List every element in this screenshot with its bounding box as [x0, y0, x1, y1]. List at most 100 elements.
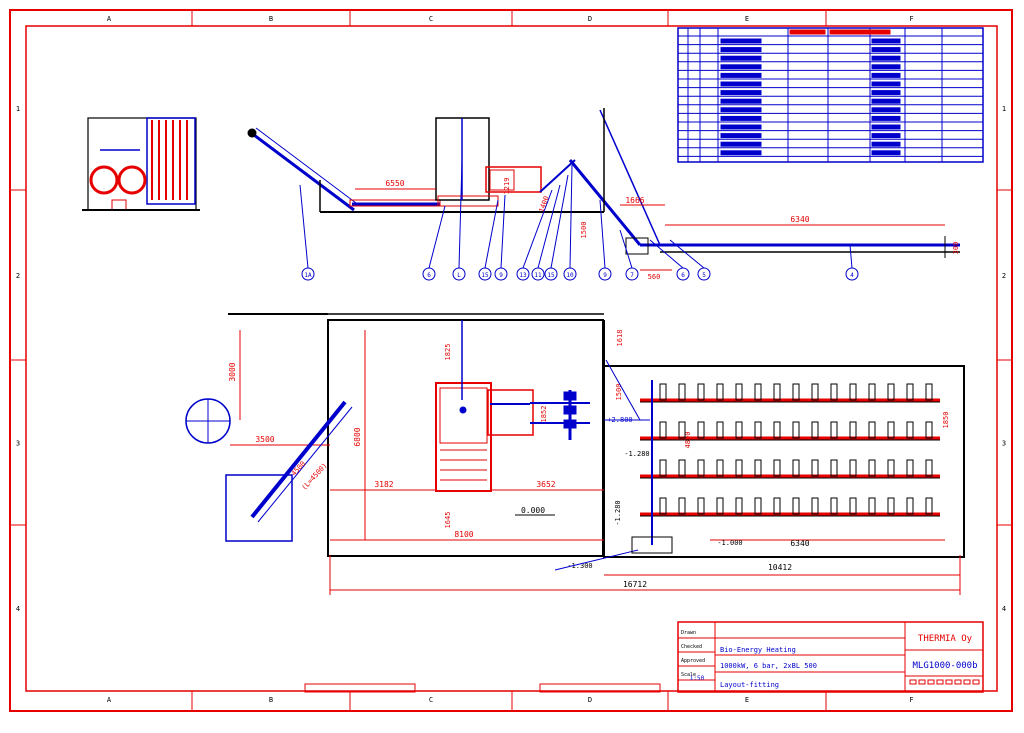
scraper-blade — [906, 421, 914, 439]
drive-unit — [625, 237, 649, 255]
parts-text-bar — [720, 64, 762, 70]
intake-hopper — [225, 474, 293, 542]
scraper-blade — [887, 497, 895, 515]
callout-number: 10 — [566, 272, 574, 279]
row-label-right: 3 — [1002, 440, 1006, 448]
boiler-base — [111, 199, 127, 211]
level-mark: -1.280 — [624, 450, 649, 458]
feeder-unit-plan — [487, 389, 534, 436]
dimension-label: 1666 — [625, 196, 644, 205]
dimension-label: 1825 — [444, 344, 452, 361]
callout-number: 4 — [850, 272, 854, 279]
inclined-screw-plan — [250, 400, 347, 519]
scraper-blade — [754, 421, 762, 439]
parts-text-bar — [720, 98, 762, 104]
scraper-blade — [830, 497, 838, 515]
conveyor-return — [599, 109, 661, 246]
inner-border — [25, 25, 998, 692]
column-label-top: F — [909, 15, 913, 23]
callout-leader — [569, 164, 573, 269]
dimension-label: 3000 — [228, 362, 237, 381]
callout-leader — [299, 184, 309, 269]
parts-text-bar — [871, 107, 901, 113]
parts-text-bar — [871, 90, 901, 96]
scraper-blade — [773, 459, 781, 477]
callout-leader — [849, 244, 853, 269]
parts-text-bar — [720, 133, 762, 139]
scraper-blade — [811, 459, 819, 477]
callout-leader — [458, 159, 463, 269]
callout-number: 15 — [547, 272, 555, 279]
feeder-incline — [539, 159, 576, 193]
callout-number: 9 — [499, 272, 503, 279]
drawing-title: Layout-fitting — [720, 681, 779, 689]
parts-text-bar — [720, 150, 762, 156]
parts-text-bar — [720, 115, 762, 121]
column-label-bottom: E — [745, 696, 749, 704]
parts-text-bar — [720, 55, 762, 61]
callout-number: 11 — [534, 272, 542, 279]
callout-number: 6 — [427, 272, 431, 279]
scraper-blade — [868, 383, 876, 401]
callout-leader — [599, 199, 606, 269]
parts-list-table — [677, 27, 984, 163]
dimension-label: 10412 — [768, 563, 792, 572]
row-label-left: 2 — [16, 272, 20, 280]
scraper-blade — [925, 421, 933, 439]
callout-number: 5 — [702, 272, 706, 279]
scraper-blade — [678, 421, 686, 439]
revision-box — [945, 679, 953, 685]
scraper-blade — [811, 497, 819, 515]
parts-text-bar — [871, 38, 901, 44]
scraper-blade — [678, 497, 686, 515]
scraper-blade — [716, 497, 724, 515]
scraper-blade — [678, 459, 686, 477]
parts-text-bar — [720, 47, 762, 53]
column-label-bottom: C — [429, 696, 433, 704]
dimension-label: 3182 — [374, 480, 393, 489]
scraper-blade — [678, 383, 686, 401]
scraper-blade — [925, 383, 933, 401]
scraper-blade — [830, 459, 838, 477]
bottom-strip — [539, 683, 661, 693]
scraper-blade — [868, 459, 876, 477]
dimension-label: 8100 — [454, 530, 473, 539]
scraper-blade — [792, 383, 800, 401]
scraper-blade — [906, 497, 914, 515]
callout-leader — [537, 184, 561, 269]
column-label-top: D — [588, 15, 592, 23]
level-mark: -1.300 — [567, 562, 592, 570]
parts-text-bar — [871, 115, 901, 121]
scraper-blade — [906, 459, 914, 477]
parts-text-bar — [720, 141, 762, 147]
scraper-blade — [754, 383, 762, 401]
scraper-blade — [659, 383, 667, 401]
scraper-blade — [659, 421, 667, 439]
scraper-blade — [811, 383, 819, 401]
callout-leader — [484, 199, 499, 269]
callout-number: L — [457, 272, 461, 279]
scraper-blade — [792, 421, 800, 439]
revision-box — [954, 679, 962, 685]
project-name: Bio-Energy Heating — [720, 646, 796, 654]
dimension-label: 16712 — [623, 580, 647, 589]
scraper-blade — [792, 497, 800, 515]
parts-list-frame — [677, 27, 984, 163]
column-label-bottom: F — [909, 696, 913, 704]
callout-leader — [669, 239, 705, 269]
scraper-blade — [773, 421, 781, 439]
column-label-bottom: B — [269, 696, 273, 704]
scraper-blade — [697, 459, 705, 477]
callout-leader — [649, 239, 684, 269]
scraper-blade — [659, 497, 667, 515]
dimension-label: 1219 — [503, 178, 511, 195]
dimension-label: 6550 — [385, 179, 404, 188]
parts-text-bar — [871, 124, 901, 130]
scale-value: 1:50 — [690, 675, 705, 682]
project-spec: 1000kW, 6 bar, 2xBL 500 — [720, 662, 817, 670]
level-leader — [554, 549, 639, 571]
company-name: THERMIA Oy — [918, 634, 973, 644]
